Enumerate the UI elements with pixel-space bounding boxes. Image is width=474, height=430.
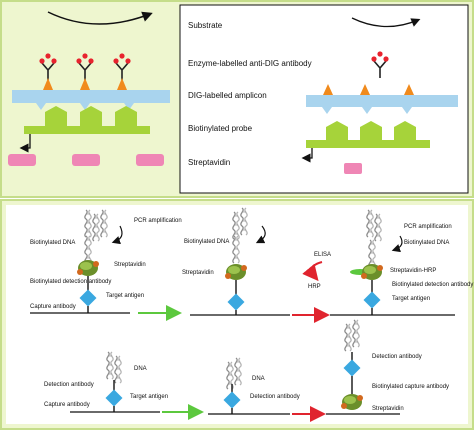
dig-tag-3	[117, 78, 127, 90]
legend-probe-block-1	[326, 121, 348, 140]
legend-dig-tag-1	[323, 84, 333, 95]
detection-antibody-label-4: Detection antibody	[44, 382, 94, 388]
legend-amplicon-tooth-3	[402, 107, 412, 114]
legend-probe-bar	[306, 140, 430, 148]
legend-amplicon-plate	[306, 95, 458, 107]
pcr-label-3: PCR amplification	[404, 224, 452, 230]
legend-biotin-probe: Biotinylated probe	[188, 124, 253, 133]
biot-detection-label-3: Biotinylated detection antibody	[392, 282, 473, 288]
target-antigen-1	[79, 289, 97, 307]
detection-antibody-label-6: Detection antibody	[372, 354, 422, 360]
dig-amplicon-plate	[12, 90, 170, 103]
biotinylated-dna-label-3: Biotinylated DNA	[404, 240, 449, 246]
capture-label-4: Capture antibody	[44, 402, 90, 408]
scheme-5: DNA Detection antibody	[208, 357, 300, 415]
probe-block-2	[80, 106, 102, 126]
biotinylated-dna-label-2: Biotinylated DNA	[184, 239, 229, 245]
biotinylated-dna-label-1: Biotinylated DNA	[30, 240, 75, 246]
legend-dig-amplicon: DIG-labelled amplicon	[188, 91, 267, 100]
streptavidin-label-2: Streptavidin	[182, 270, 214, 276]
legend-probe-block-2	[360, 121, 382, 140]
target-antigen-label-1: Target antigen	[106, 293, 144, 299]
biotinylated-probe-bar	[24, 126, 150, 134]
pcr-arrow-1	[111, 225, 123, 245]
pcr-label-1: PCR amplification	[134, 218, 182, 224]
scheme-2: Biotinylated DNA Streptavidin	[182, 207, 290, 316]
detection-antibody-label-5: Detection antibody	[250, 394, 300, 400]
amplicon-tooth-1	[36, 103, 46, 110]
legend-streptavidin-block	[344, 163, 362, 174]
legend-enzyme-antibody: Enzyme-labelled anti-DIG antibody	[188, 59, 312, 68]
legend-probe-block-3	[394, 121, 416, 140]
elisa-arrow	[302, 261, 323, 282]
target-antigen-2	[227, 293, 245, 311]
streptavidin-block-2	[72, 154, 100, 166]
elisa-label: ELISA	[314, 252, 331, 258]
dig-tag-2	[80, 78, 90, 90]
biot-detection-label-1: Biotinylated detection antibody	[30, 279, 111, 285]
legend-probe-arrow	[301, 148, 313, 163]
dig-tag-1	[43, 78, 53, 90]
capture-label-1: Capture antibody	[30, 304, 76, 310]
target-antigen-label-4: Target antigen	[130, 394, 168, 400]
streptavidin-block-1	[8, 154, 36, 166]
hrp-label: HRP	[308, 284, 321, 290]
target-antigen-5	[223, 391, 241, 409]
scheme-4: DNA Detection antibody Target antigen Ca…	[44, 351, 168, 413]
legend: Substrate Enzyme-labelled anti-DIG antib…	[188, 17, 458, 174]
legend-substrate: Substrate	[188, 21, 223, 30]
dna-label-4: DNA	[134, 366, 147, 372]
target-antigen-6	[343, 359, 361, 377]
substrate-arrow-top	[47, 11, 153, 25]
legend-amplicon-tooth-1	[322, 107, 332, 114]
legend-dig-tag-3	[404, 84, 414, 95]
biot-capture-label-6: Biotinylated capture antibody	[372, 384, 449, 390]
amplicon-tooth-3	[124, 103, 134, 110]
scheme-6: Detection antibody Biotinylated capture …	[326, 319, 449, 415]
pcr-arrow-3	[391, 235, 403, 253]
legend-substrate-arrow	[351, 17, 421, 28]
legend-dig-tag-2	[360, 84, 370, 95]
probe-block-1	[45, 106, 67, 126]
target-antigen-3	[363, 291, 381, 309]
scheme-3: PCR amplification Biotinylated DNA ELISA…	[302, 209, 473, 316]
target-antigen-4	[105, 389, 123, 407]
streptavidin-block-3	[136, 154, 164, 166]
left-scheme	[8, 11, 170, 166]
probe-arrow	[19, 134, 31, 153]
streptavidin-hrp-label: Streptavidin-HRP	[390, 268, 436, 274]
legend-amplicon-tooth-2	[362, 107, 372, 114]
target-antigen-label-3: Target antigen	[392, 296, 430, 302]
probe-block-3	[115, 106, 137, 126]
amplicon-tooth-2	[80, 103, 90, 110]
streptavidin-label-6: Streptavidin	[372, 406, 404, 412]
scheme-1: PCR amplification Biotinylated DNA Strep…	[30, 209, 182, 314]
legend-streptavidin: Streptavidin	[188, 158, 230, 167]
streptavidin-label-1: Streptavidin	[114, 262, 146, 268]
dna-label-5: DNA	[252, 376, 265, 382]
pcr-arrow-2	[255, 225, 266, 244]
